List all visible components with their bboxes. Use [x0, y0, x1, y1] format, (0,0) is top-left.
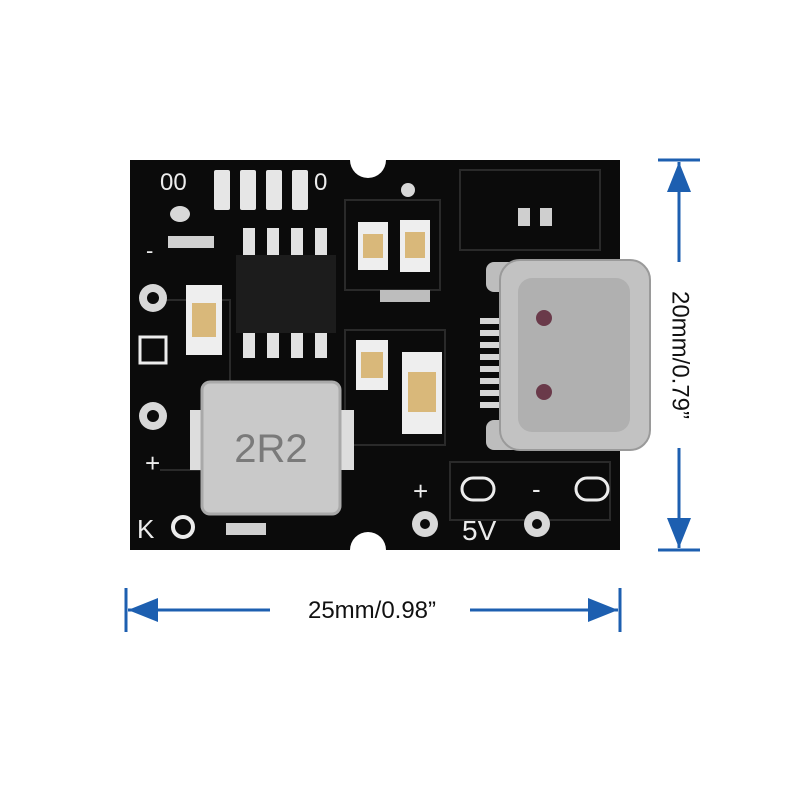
led-row: [214, 170, 308, 210]
label-k: K: [137, 514, 155, 544]
capacitors: [186, 220, 442, 434]
height-arrow-up-icon: [667, 162, 691, 192]
right-pads: [412, 476, 610, 537]
top-marking-right: 0: [314, 169, 327, 196]
height-arrow-down-icon: [667, 518, 691, 548]
label-minus-left: -: [146, 238, 153, 263]
height-label: 20mm/0.79”: [667, 291, 694, 419]
small-components: [168, 183, 552, 535]
top-marking-left: 00: [160, 169, 187, 196]
led-2: [240, 170, 256, 210]
usb-c-connector: [480, 259, 651, 451]
width-dimension: 25mm/0.98”: [124, 588, 622, 632]
height-dimension: 20mm/0.79”: [658, 158, 700, 552]
pcb-board: 00 0: [130, 160, 651, 550]
led-4: [292, 170, 308, 210]
width-arrow-left-icon: [128, 598, 158, 622]
led-1: [214, 170, 230, 210]
label-5v: 5V: [462, 515, 497, 546]
inductor: 2R2: [190, 380, 354, 516]
led-3: [266, 170, 282, 210]
label-minus-right: -: [532, 474, 541, 504]
ic-chip: [236, 228, 336, 358]
left-pads: [138, 284, 195, 539]
inductor-marking: 2R2: [234, 427, 307, 471]
label-plus-right: +: [413, 476, 428, 506]
width-label: 25mm/0.98”: [308, 597, 436, 624]
label-plus-left: +: [145, 448, 160, 478]
width-arrow-right-icon: [588, 598, 618, 622]
